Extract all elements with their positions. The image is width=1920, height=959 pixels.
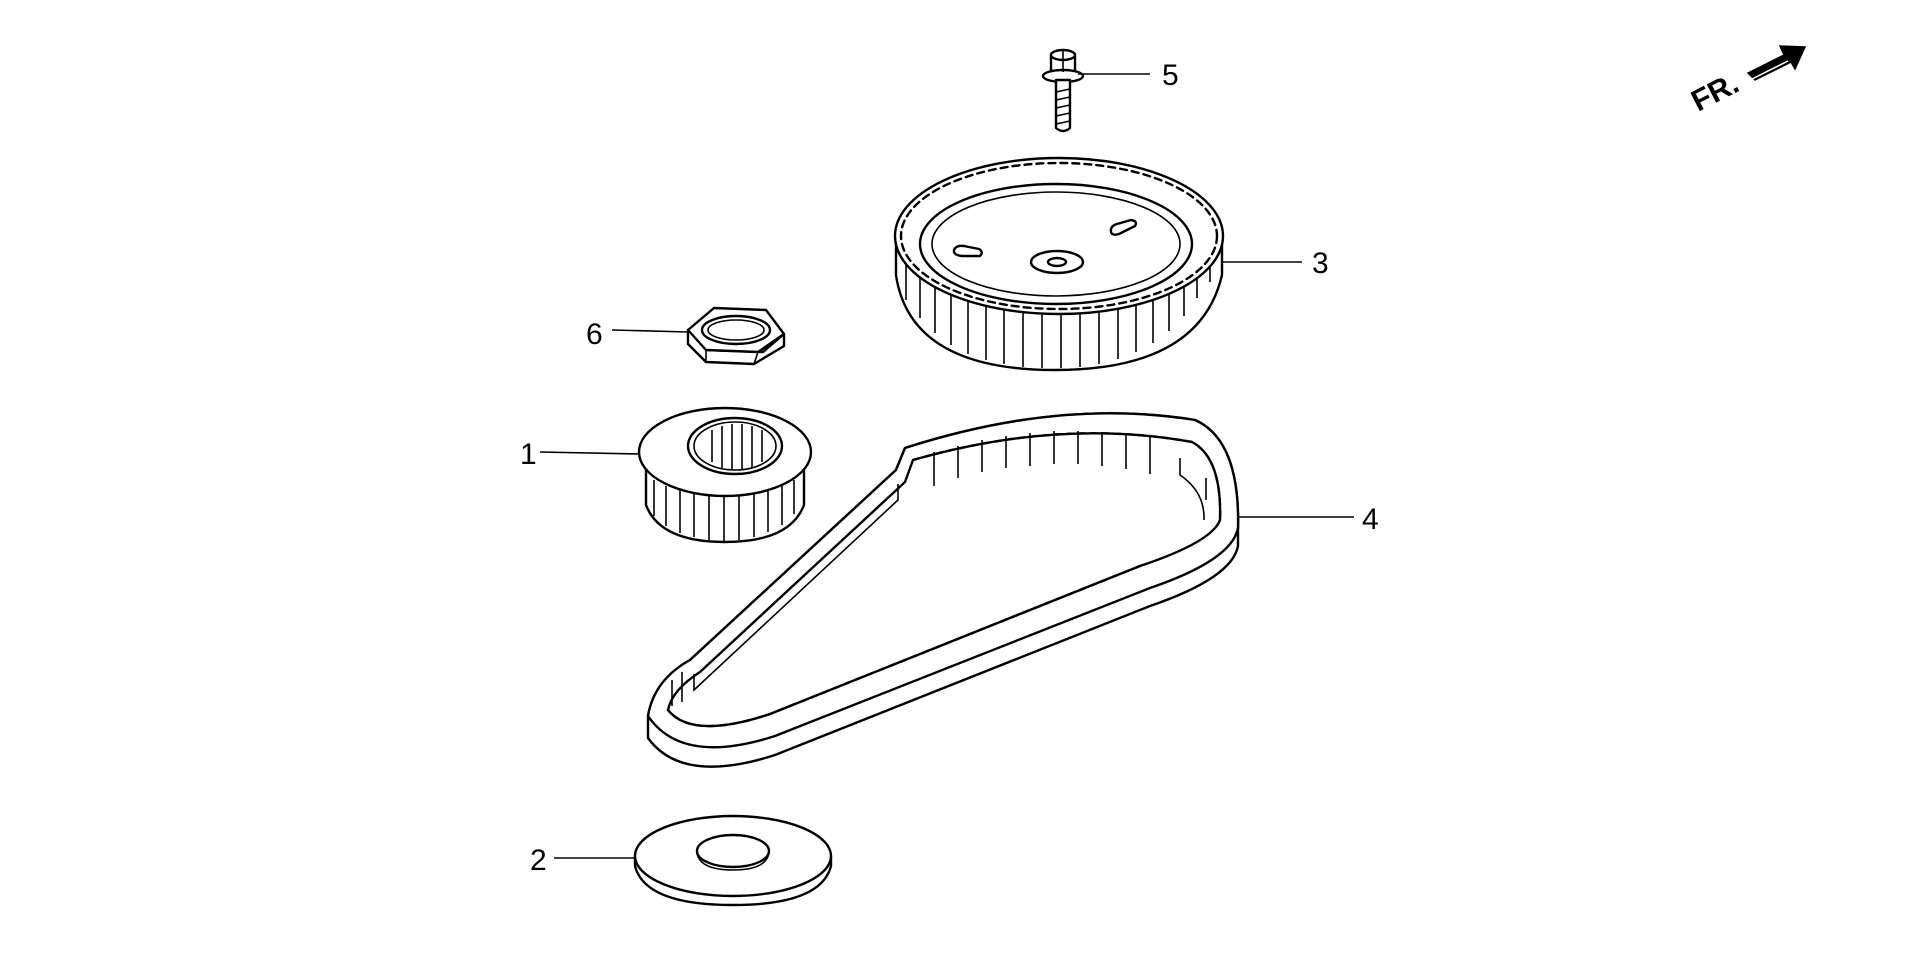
leader-line-6: [611, 329, 689, 333]
leader-lines: [539, 73, 1354, 859]
large-pulley-part: [893, 156, 1225, 372]
washer-part: [633, 814, 833, 907]
fr-label: FR.: [1686, 67, 1744, 118]
timing-belt-part: [646, 412, 1240, 768]
callout-6: 6: [586, 318, 603, 351]
callout-1: 1: [520, 438, 537, 471]
hex-nut-part: [686, 306, 786, 366]
front-arrow-icon: [1746, 45, 1807, 81]
callout-2: 2: [530, 844, 547, 877]
front-direction-indicator: FR.: [1686, 45, 1807, 118]
callout-4: 4: [1362, 503, 1379, 536]
bolt-part: [1041, 48, 1085, 133]
leader-line-1: [539, 451, 641, 455]
callout-5: 5: [1162, 59, 1179, 92]
callout-3: 3: [1312, 247, 1329, 280]
small-pulley-part: [637, 406, 813, 544]
